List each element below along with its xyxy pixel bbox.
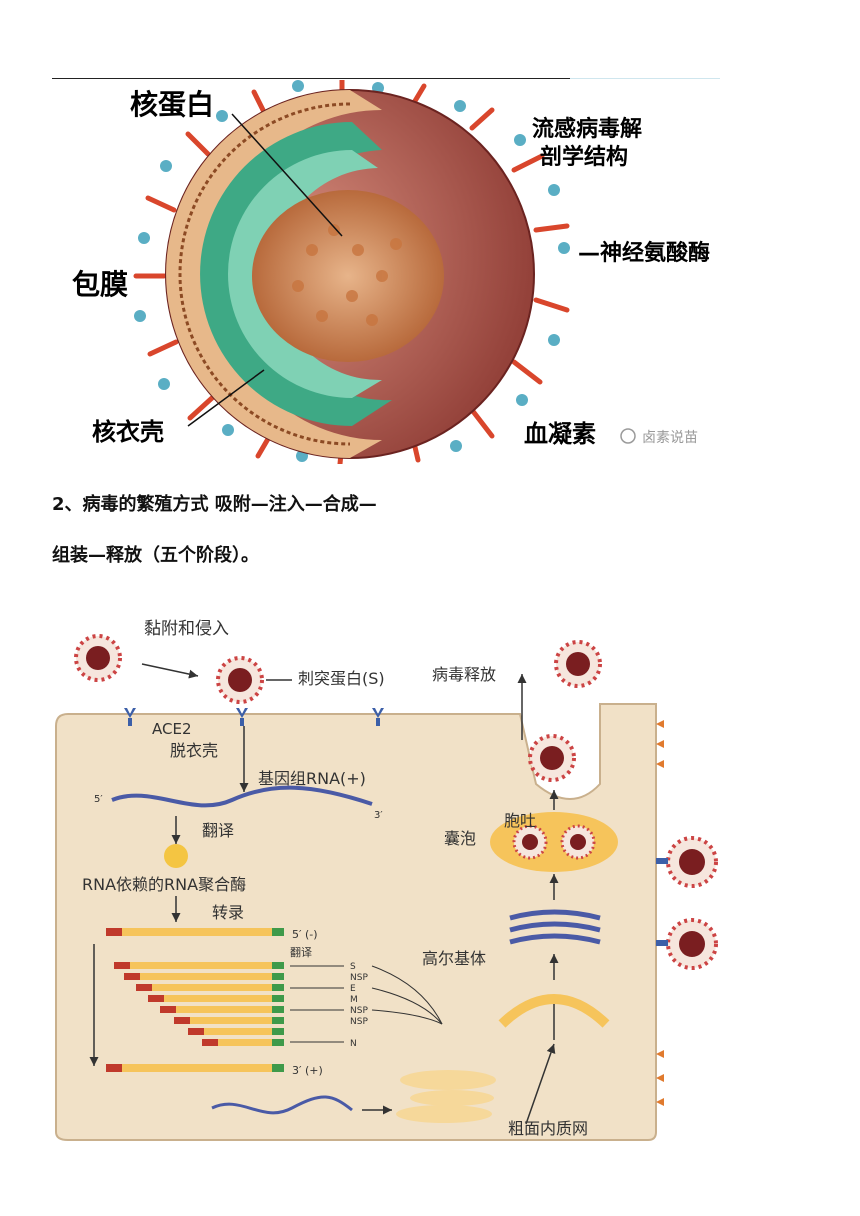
label-protein-n: N	[350, 1039, 357, 1049]
virus-attaching-2	[216, 656, 264, 704]
genome-rna-strand	[111, 785, 373, 808]
label-protein-nsp3: NSP	[350, 1017, 368, 1027]
label-spike: 刺突蛋白(S)	[298, 669, 385, 688]
virus-replication-figure: 黏附和侵入 刺突蛋白(S) 病毒释放 ACE2 脱衣壳 基因组RNA(+) 5′…	[52, 604, 732, 1144]
virus-released	[554, 640, 602, 688]
label-rdrp: RNA依赖的RNA聚合酶	[82, 875, 246, 894]
label-nucleocapsid: 核衣壳	[92, 418, 164, 446]
label-protein-s: S	[350, 962, 356, 972]
label-plus-strand: 3′ (+)	[292, 1064, 323, 1077]
er-budding	[498, 994, 610, 1028]
watermark-icon	[620, 428, 636, 444]
vesicle-virus-2	[560, 824, 596, 860]
top-rule-light	[570, 78, 720, 79]
label-neuraminidase: —神经氨酸酶	[578, 240, 710, 266]
label-minus-strand: 5′ (-)	[292, 928, 318, 941]
polymerase-protein	[164, 844, 188, 868]
label-protein-nsp2: NSP	[350, 1006, 368, 1016]
label-title-line1: 流感病毒解	[532, 116, 642, 142]
assembled-nucleocapsid	[211, 1095, 353, 1115]
label-hemagglutinin: 血凝素	[524, 420, 596, 448]
label-uncoat: 脱衣壳	[170, 741, 218, 760]
lipid-bilayer	[166, 90, 382, 458]
membrane-spike-proteins	[656, 720, 664, 1106]
endoplasmic-reticulum	[396, 1070, 496, 1123]
subgenomic-mrnas	[114, 962, 284, 1046]
label-vesicle: 囊泡	[444, 829, 476, 848]
label-translate: 翻译	[202, 821, 234, 840]
label-envelope: 包膜	[72, 268, 128, 301]
label-nucleoprotein: 核蛋白	[130, 88, 214, 121]
label-translate-small: 翻译	[290, 945, 312, 959]
label-rough-er: 粗面内质网	[508, 1119, 588, 1138]
golgi-apparatus	[509, 909, 601, 945]
vesicle-virus-1	[512, 824, 548, 860]
budding-virus	[528, 734, 576, 782]
label-golgi: 高尔基体	[422, 949, 486, 968]
neuraminidase-spikes	[134, 80, 570, 462]
ace2-receptors	[124, 708, 384, 726]
label-5prime: 5′	[94, 794, 103, 805]
label-protein-m: M	[350, 995, 358, 1005]
nucleoprotein-core	[252, 190, 444, 362]
label-attach: 黏附和侵入	[144, 619, 229, 639]
label-genome: 基因组RNA(+)	[258, 769, 366, 788]
label-release: 病毒释放	[432, 665, 496, 684]
secretory-vesicle	[490, 812, 618, 872]
label-exocytosis: 胞吐	[504, 811, 536, 830]
virus-outside-right-1	[666, 836, 718, 888]
paragraph-line-1: 2、病毒的繁殖方式 吸附—注入—合成—	[52, 494, 377, 515]
virus-attaching-1	[74, 634, 122, 682]
label-protein-e: E	[350, 984, 356, 994]
watermark-text: 卤素说苗	[642, 430, 698, 446]
label-transcribe: 转录	[212, 903, 244, 922]
matrix-layer	[200, 122, 392, 426]
top-rule	[52, 78, 570, 79]
label-protein-nsp1: NSP	[350, 973, 368, 983]
label-ace2: ACE2	[152, 720, 192, 738]
influenza-anatomy-figure: 核蛋白 包膜 核衣壳 流感病毒解 剖学结构 —神经氨酸酶 血凝素 卤素说苗	[52, 80, 724, 464]
label-title-line2: 剖学结构	[540, 144, 628, 170]
paragraph-line-2: 组装—释放（五个阶段）。	[52, 545, 259, 566]
label-3prime: 3′	[374, 810, 383, 821]
virus-outside-right-2	[666, 918, 718, 970]
